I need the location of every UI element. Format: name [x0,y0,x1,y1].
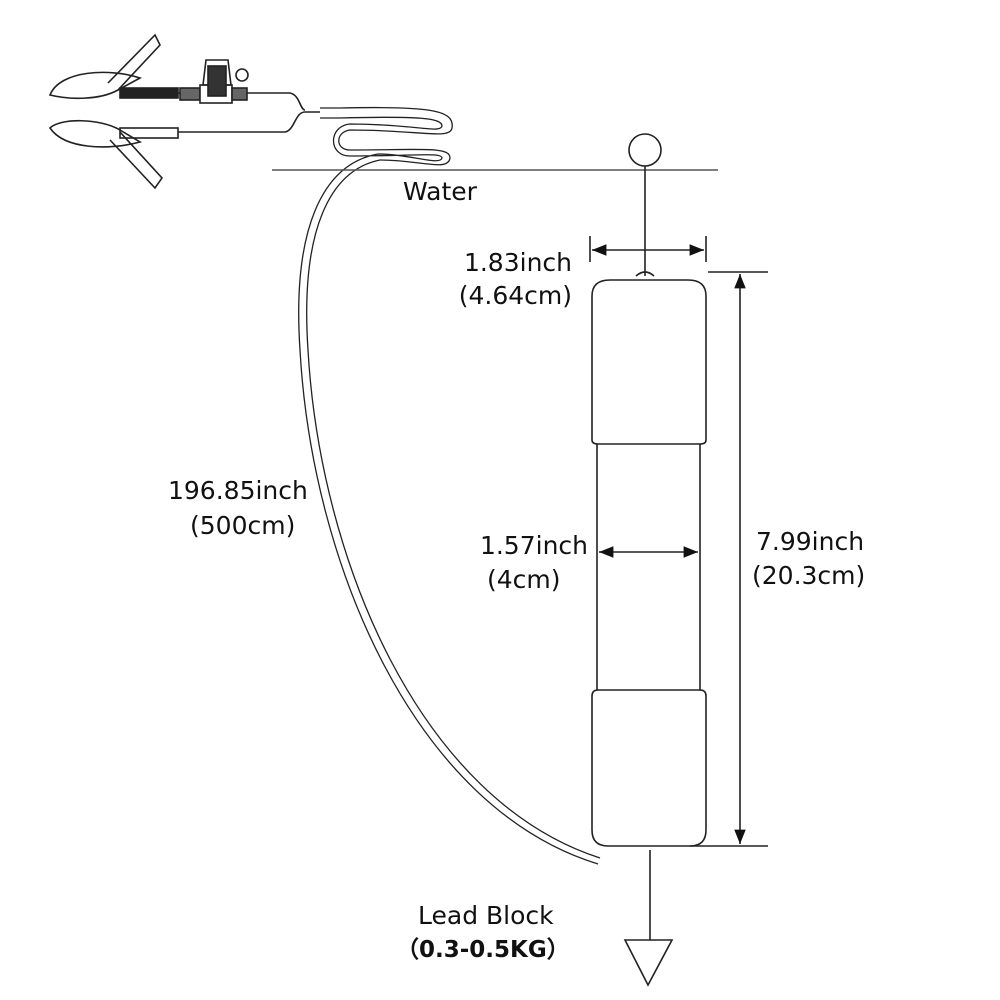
height-in: 7.99inch [756,527,865,556]
height-dimension [690,271,768,847]
body-diameter-cm: (4cm) [487,565,561,594]
alligator-clip-bottom [48,119,179,190]
lead-block-triangle [623,939,674,987]
cable-length-in: 196.85inch [168,476,308,505]
lead-block-weight: （0.3-0.5KG） [396,937,570,963]
height-cm: (20.3cm) [752,561,866,590]
alligator-clip-top [48,33,179,100]
lead-block-label: Lead Block [418,901,554,930]
float-ball [628,133,662,167]
heater-cylinder [591,271,707,847]
cable-length-cm: (500cm) [190,511,296,540]
coiled-cable [298,106,601,865]
top-diameter-dimension [589,236,707,262]
inline-fuse-holder [178,59,290,104]
positive-wire [289,92,306,111]
top-diameter-cm: (4.64cm) [458,281,572,310]
negative-wire [178,111,320,133]
body-diameter-in: 1.57inch [479,531,588,560]
top-diameter-in: 1.83inch [463,248,572,277]
water-label: Water [403,177,477,206]
